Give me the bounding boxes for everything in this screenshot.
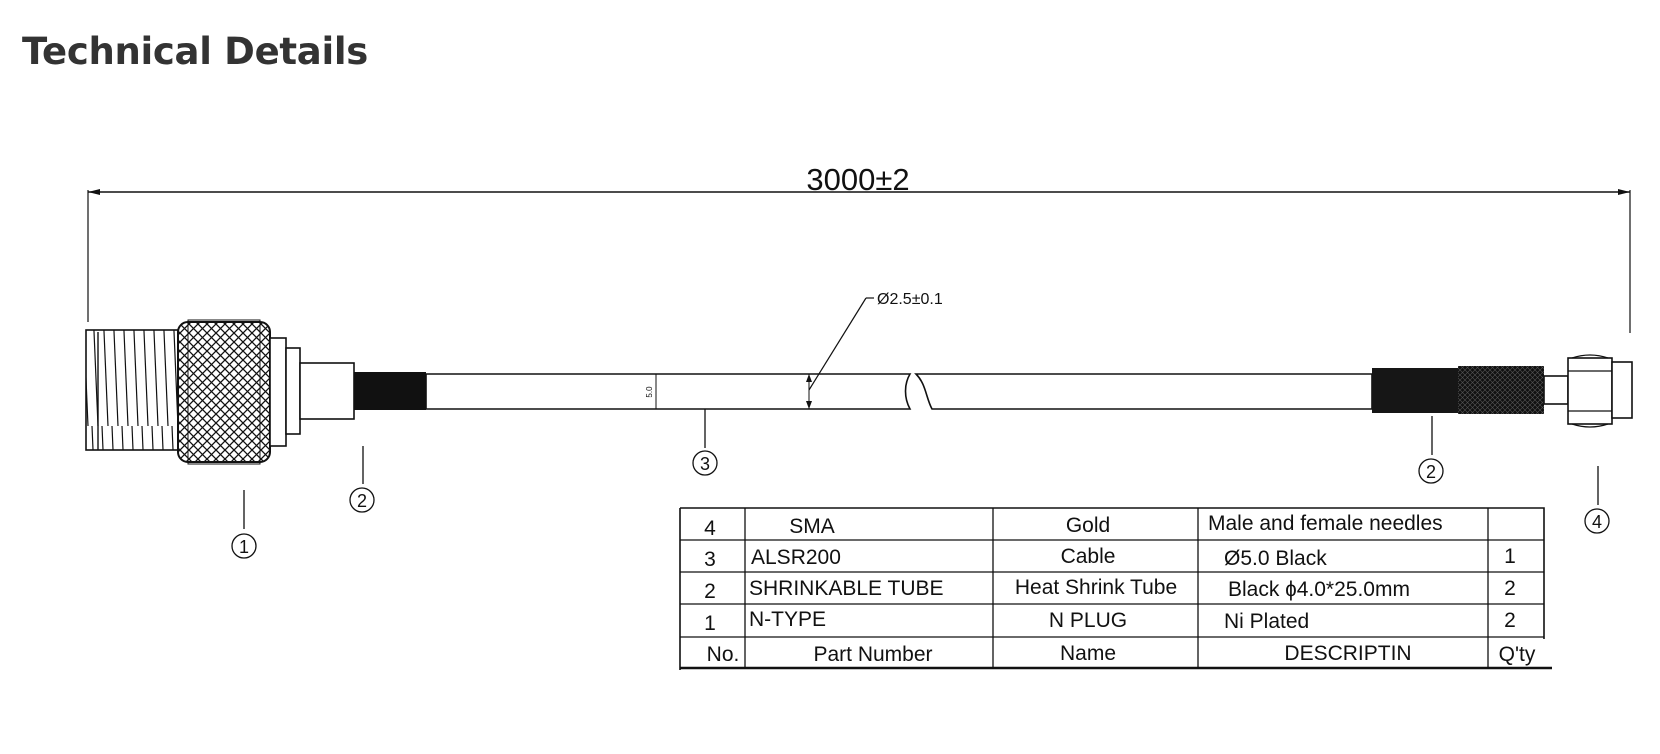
bom-cell-description: Ni Plated: [1224, 610, 1309, 633]
callout-1: 1: [231, 490, 257, 559]
diameter-callout: Ø2.5±0.1: [808, 291, 943, 391]
callout-2-left: 2: [349, 446, 375, 513]
overall-length-dimension: 3000±2: [87, 162, 1631, 333]
bom-row: 1 N-TYPE N PLUG Ni Plated 2: [704, 608, 1516, 635]
bom-header-name: Name: [1060, 642, 1116, 665]
jacket-mark: 5.0: [645, 386, 654, 398]
bom-cell-no: 2: [704, 580, 716, 603]
bom-cell-description: Black ɸ4.0*25.0mm: [1228, 578, 1410, 601]
left-heat-shrink: [354, 372, 426, 410]
bom-cell-qty: 2: [1504, 577, 1516, 600]
bom-cell-part-number: ALSR200: [751, 546, 841, 569]
bom-row: 2 SHRINKABLE TUBE Heat Shrink Tube Black…: [704, 576, 1516, 603]
bom-cell-name: Heat Shrink Tube: [1015, 576, 1177, 599]
bom-cell-qty: 1: [1504, 545, 1516, 568]
svg-text:2: 2: [357, 491, 367, 511]
bom-cell-part-number: N-TYPE: [749, 608, 826, 631]
svg-text:3: 3: [700, 454, 710, 474]
svg-text:1: 1: [239, 537, 249, 557]
callout-4: 4: [1584, 466, 1610, 534]
bom-cell-description: Male and female needles: [1208, 512, 1443, 535]
bom-row: 4 SMA Gold Male and female needles: [704, 512, 1443, 540]
bom-cell-no: 1: [704, 612, 716, 635]
callout-2-right: 2: [1418, 416, 1444, 484]
bom-table: 4 SMA Gold Male and female needles 3 ALS…: [679, 507, 1552, 670]
bom-cell-name: Gold: [1066, 514, 1110, 537]
bom-row: 3 ALSR200 Cable Ø5.0 Black 1: [704, 545, 1516, 571]
sma-connector: [1543, 354, 1633, 428]
bom-cell-no: 4: [704, 517, 716, 540]
bom-cell-no: 3: [704, 548, 716, 571]
bom-header-description: DESCRIPTIN: [1284, 642, 1411, 665]
cable-jacket: 5.0: [425, 373, 1373, 410]
n-type-connector: [85, 319, 355, 465]
bom-cell-name: Cable: [1061, 545, 1116, 568]
bom-header-row: No. Part Number Name DESCRIPTIN Q'ty: [707, 642, 1536, 666]
right-heat-shrink: [1372, 366, 1544, 414]
svg-text:2: 2: [1426, 462, 1436, 482]
bom-cell-part-number: SHRINKABLE TUBE: [749, 577, 944, 600]
page-title: Technical Details: [22, 30, 368, 73]
svg-text:4: 4: [1592, 512, 1602, 532]
bom-cell-qty: 2: [1504, 609, 1516, 632]
callout-3: 3: [692, 409, 718, 476]
bom-header-part-number: Part Number: [813, 643, 932, 666]
bom-cell-part-number: SMA: [789, 515, 835, 538]
overall-length-label: 3000±2: [806, 162, 909, 197]
bom-header-qty: Q'ty: [1499, 643, 1536, 666]
bom-cell-name: N PLUG: [1049, 609, 1127, 632]
bom-cell-description: Ø5.0 Black: [1224, 547, 1327, 570]
bom-header-no: No.: [707, 643, 740, 666]
diameter-label: Ø2.5±0.1: [877, 291, 943, 308]
